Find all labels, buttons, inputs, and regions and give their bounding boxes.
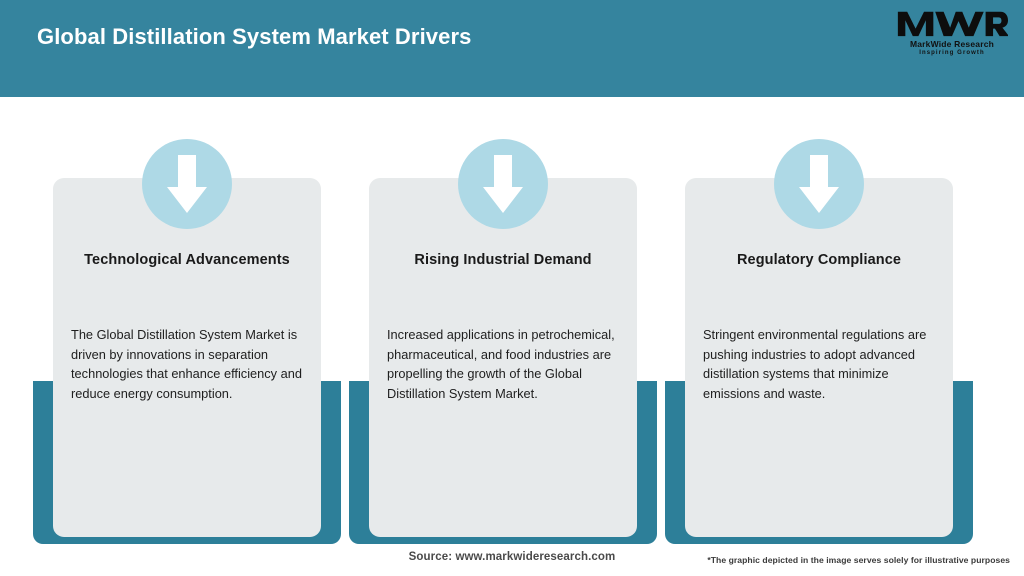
page-title: Global Distillation System Market Driver… <box>37 24 472 49</box>
logo-company-name: MarkWide Research <box>909 39 995 49</box>
down-arrow-icon <box>167 155 207 213</box>
driver-card-1[interactable]: Technological Advancements The Global Di… <box>33 97 341 547</box>
header-bar: Global Distillation System Market Driver… <box>0 0 1024 97</box>
disclaimer-note: *The graphic depicted in the image serve… <box>707 555 1010 565</box>
card-panel-1: Technological Advancements The Global Di… <box>53 178 321 537</box>
card-body-1: The Global Distillation System Market is… <box>71 327 302 401</box>
down-arrow-icon <box>799 155 839 213</box>
card-panel-2: Rising Industrial Demand Increased appli… <box>369 178 637 537</box>
source-label: Source: www.markwideresearch.com <box>408 551 616 563</box>
logo-tagline: Inspiring Growth <box>919 50 985 56</box>
card-badge-1 <box>142 139 232 229</box>
down-arrow-icon <box>483 155 523 213</box>
card-badge-2 <box>458 139 548 229</box>
card-body-3: Stringent environmental regulations are … <box>703 327 927 401</box>
brand-logo: MarkWide Research Inspiring Growth <box>896 8 1008 64</box>
drivers-card-row: Technological Advancements The Global Di… <box>0 97 1024 547</box>
mwr-logo-icon <box>897 11 1008 37</box>
driver-card-2[interactable]: Rising Industrial Demand Increased appli… <box>349 97 657 547</box>
card-badge-3 <box>774 139 864 229</box>
card-body-2: Increased applications in petrochemical,… <box>387 327 615 401</box>
card-title-1: Technological Advancements <box>84 252 290 268</box>
card-title-3: Regulatory Compliance <box>736 252 902 268</box>
card-panel-3: Regulatory Compliance Stringent environm… <box>685 178 953 537</box>
driver-card-3[interactable]: Regulatory Compliance Stringent environm… <box>665 97 973 547</box>
card-title-2: Rising Industrial Demand <box>414 252 592 268</box>
